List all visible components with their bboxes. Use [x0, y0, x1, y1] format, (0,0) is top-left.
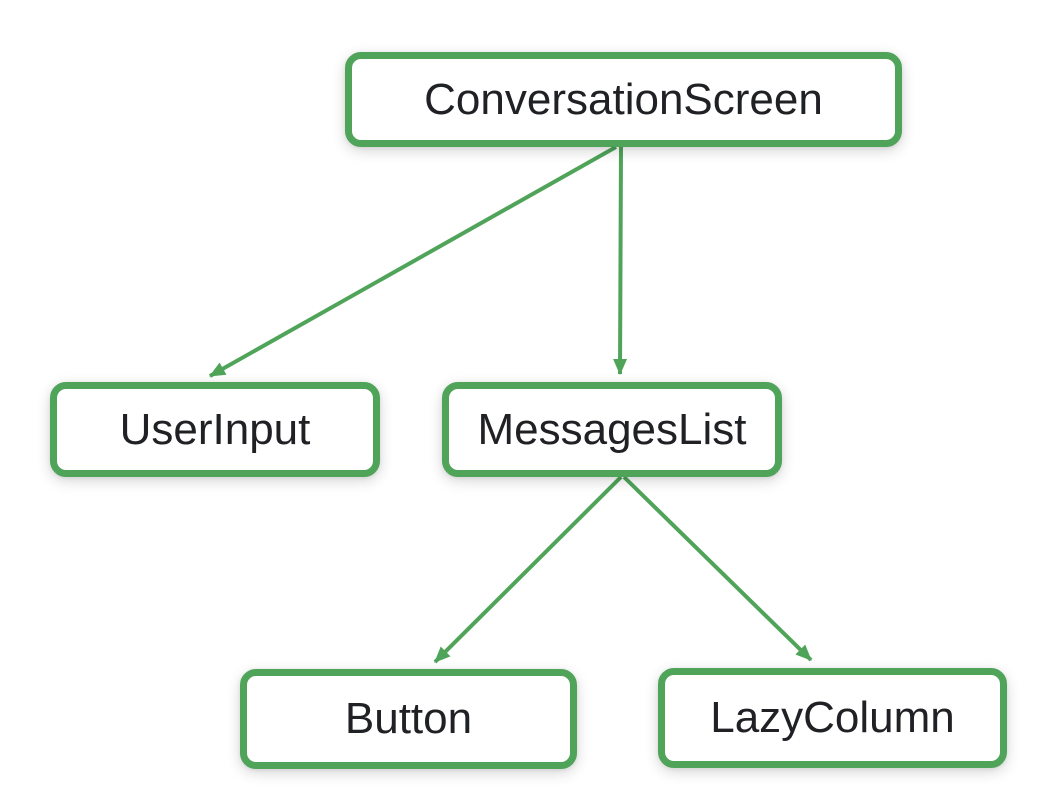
edge-arrow-messages-list-to-lazy-column — [622, 475, 813, 662]
node-conversation-screen: ConversationScreen — [345, 52, 902, 147]
node-label-button: Button — [344, 694, 473, 743]
node-label-user-input: UserInput — [119, 404, 311, 454]
node-user-input: UserInput — [50, 382, 380, 477]
node-label-messages-list: MessagesList — [477, 404, 747, 454]
node-label-conversation-screen: ConversationScreen — [424, 74, 823, 124]
node-messages-list: MessagesList — [442, 382, 782, 477]
edge-arrow-conversation-screen-to-messages-list — [613, 146, 628, 375]
node-button: Button — [240, 669, 577, 769]
node-label-lazy-column: LazyColumn — [710, 693, 955, 742]
edge-arrow-conversation-screen-to-user-input — [209, 145, 617, 378]
node-lazy-column: LazyColumn — [658, 668, 1007, 768]
edge-arrow-messages-list-to-button — [433, 475, 623, 664]
